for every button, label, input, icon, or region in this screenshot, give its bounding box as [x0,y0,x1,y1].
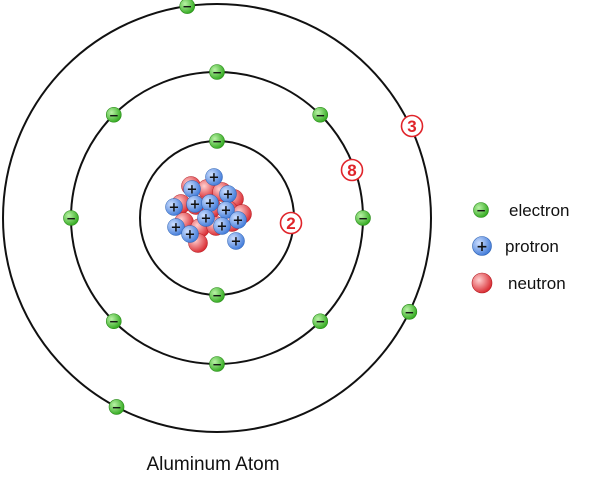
electron-shell-1-1: − [209,133,225,149]
electron-shell-3-2: − [108,399,125,415]
legend-label-neutron: neutron [508,274,566,293]
svg-text:−: − [212,358,222,372]
neutron-icon [471,272,493,294]
electron-shell-2-4: − [312,313,329,330]
svg-text:−: − [112,400,122,414]
legend: − electron + protron neutron [471,201,569,294]
shell-2-count: 8 [340,158,364,182]
svg-text:+: + [171,221,182,236]
svg-text:−: − [212,135,222,149]
svg-text:+: + [223,188,234,203]
electron-shell-2-2: − [312,106,329,123]
electrons: − − − − − − − − − − − − − [63,0,418,415]
svg-text:+: + [209,171,220,186]
svg-text:+: + [476,239,488,255]
svg-text:+: + [187,183,198,198]
legend-label-proton: protron [505,237,559,256]
proton-5: + [186,195,204,213]
electron-shell-2-8: − [105,106,122,123]
svg-text:+: + [221,204,232,219]
electron-shell-2-3: − [355,210,371,226]
shell-2-count-text: 8 [347,161,356,180]
proton-2: + [183,180,201,198]
svg-text:−: − [109,108,119,122]
svg-text:−: − [212,289,222,303]
proton-11: + [213,217,231,235]
svg-text:+: + [201,212,212,227]
shell-1-count-text: 2 [286,214,295,233]
svg-text:+: + [185,228,196,243]
electron-shell-2-1: − [209,64,225,80]
svg-text:−: − [212,66,222,80]
shell-3-count: 3 [400,114,424,138]
diagram-caption: Aluminum Atom [146,454,279,475]
legend-item-proton: + protron [472,236,559,256]
electron-shell-3-1: − [179,0,196,14]
proton-4: + [165,198,183,216]
electron-icon [473,202,489,218]
svg-text:−: − [315,315,325,329]
shell-count-labels: 2 8 3 [279,114,424,235]
electron-shell-2-5: − [209,356,225,372]
svg-text:+: + [217,220,228,235]
svg-text:−: − [315,108,325,122]
proton-3: + [219,185,237,203]
legend-label-electron: electron [509,201,569,220]
svg-text:+: + [233,214,244,229]
svg-text:+: + [231,235,242,250]
svg-text:−: − [66,212,76,226]
nucleus: +++++++++++++ [165,168,252,253]
proton-9: + [229,211,247,229]
proton-13: + [227,232,245,250]
proton-8: + [197,209,215,227]
electron-shell-1-2: − [209,287,225,303]
shell-3-orbit [2,3,432,433]
svg-text:+: + [205,197,216,212]
electron-shell-2-7: − [63,210,79,226]
proton-1: + [205,168,223,186]
svg-text:+: + [169,201,180,216]
shell-1-count: 2 [279,211,303,235]
proton-10: + [167,218,185,236]
electron-shell-2-6: − [105,313,122,330]
svg-text:+: + [190,198,201,213]
electron-shell-3-3: − [401,304,418,320]
proton-6: + [201,194,219,212]
proton-12: + [181,225,199,243]
svg-text:−: − [476,204,486,218]
legend-item-neutron: neutron [471,272,566,294]
proton-icon [472,236,492,256]
shell-3-count-text: 3 [407,117,416,136]
svg-text:−: − [358,212,368,226]
legend-item-electron: − electron [473,201,569,220]
svg-text:−: − [404,305,414,319]
svg-text:−: − [109,315,119,329]
svg-text:−: − [182,0,192,14]
